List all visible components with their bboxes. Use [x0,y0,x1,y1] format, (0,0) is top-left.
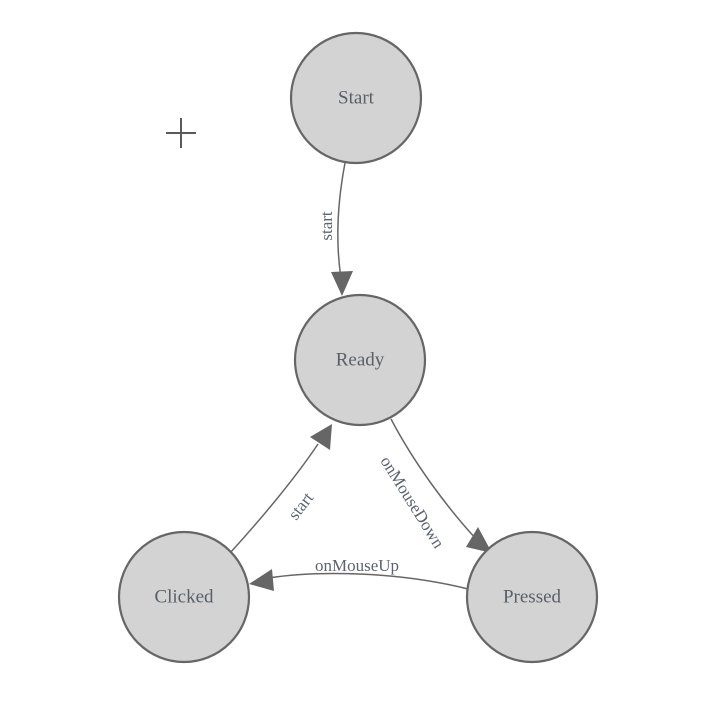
edge-label-clicked-to-ready: start [284,488,317,523]
arrowhead-into-clicked [249,569,274,591]
node-circle-clicked[interactable] [117,530,251,664]
edge-ready-to-pressed[interactable]: onMouseDown [377,418,492,553]
node-label-clicked: Clicked [154,586,214,607]
edge-label-start-to-ready: start [317,211,336,241]
edge-start-to-ready[interactable]: start [317,162,353,296]
node-circle-ready[interactable] [293,293,427,427]
edge-path-clicked-to-ready[interactable] [229,443,319,554]
node-label-ready: Ready [336,349,385,370]
edge-path-start-to-ready[interactable] [337,162,346,279]
edge-path-pressed-to-clicked[interactable] [267,572,469,590]
node-label-pressed: Pressed [503,586,562,607]
node-clicked[interactable]: Clicked [117,530,251,664]
node-pressed[interactable]: Pressed [465,530,599,664]
edge-clicked-to-ready[interactable]: start [229,424,332,554]
edge-label-pressed-to-clicked: onMouseUp [315,556,399,575]
node-label-start: Start [338,87,375,108]
node-start[interactable]: Start [289,31,423,165]
node-circle-start[interactable] [289,31,423,165]
arrowhead-into-ready-top [331,271,353,296]
node-circle-pressed[interactable] [465,530,599,664]
edge-path-ready-to-pressed[interactable] [390,418,479,542]
crosshair-icon[interactable] [166,118,196,148]
edge-label-ready-to-pressed: onMouseDown [377,453,449,552]
node-ready[interactable]: Ready [293,293,427,427]
edge-pressed-to-clicked[interactable]: onMouseUp [249,556,469,591]
arrowhead-into-pressed [466,527,492,553]
arrowhead-into-ready-bottom [310,424,332,450]
